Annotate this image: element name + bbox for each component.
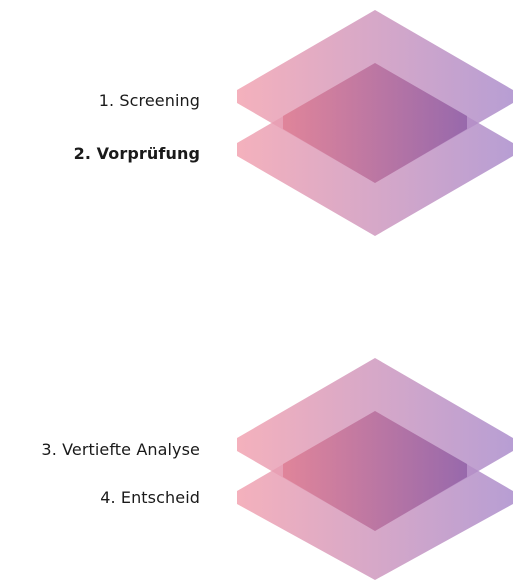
layer-stack-top <box>237 10 513 236</box>
step-label-vertiefte-analyse: 3. Vertiefte Analyse <box>41 440 200 459</box>
layer-overlap-3-4 <box>283 411 467 531</box>
step-label-entscheid: 4. Entscheid <box>100 488 200 507</box>
step-label-vorpruefung: 2. Vorprüfung <box>74 144 200 163</box>
layer-stack-bottom <box>237 358 513 580</box>
layer-overlap-1-2 <box>283 63 467 183</box>
step-label-screening: 1. Screening <box>99 91 200 110</box>
